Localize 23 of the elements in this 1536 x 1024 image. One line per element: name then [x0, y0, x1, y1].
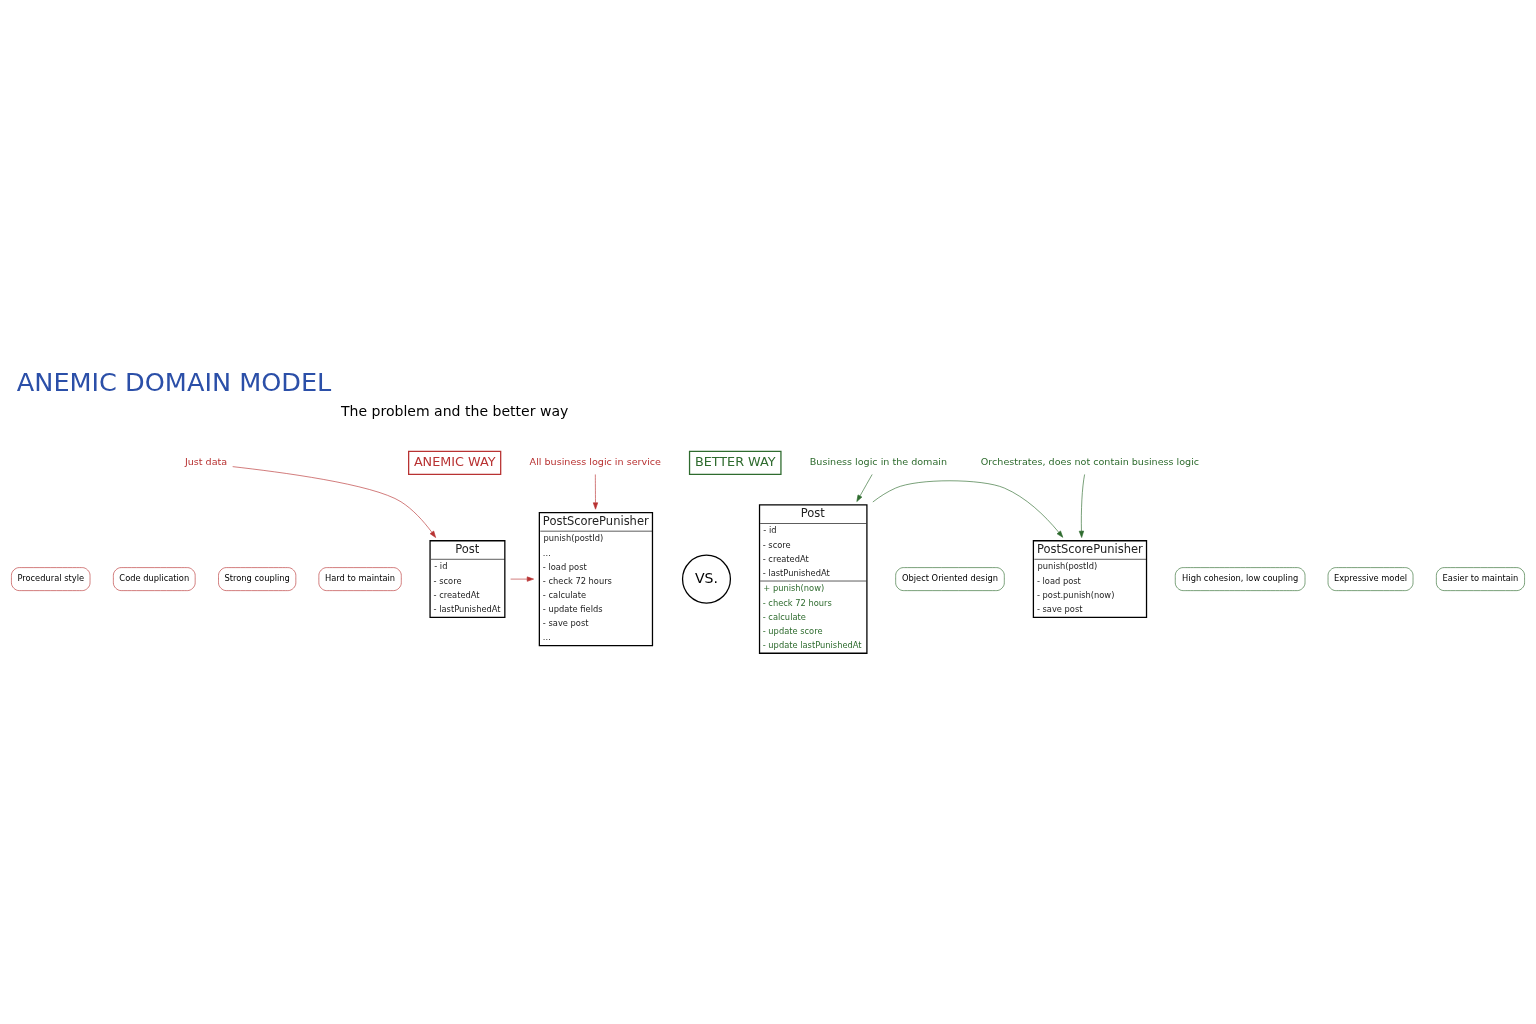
node-text: Business logic in the domain — [809, 456, 948, 468]
node-text: All business logic in service — [529, 456, 661, 468]
node-box: ANEMIC WAY — [408, 450, 502, 475]
arrow — [1078, 474, 1085, 538]
node-text: Orchestrates, does not contain business logic — [980, 456, 1200, 468]
node-box: Expressive model — [1327, 567, 1414, 591]
node-box: Procedural style — [11, 567, 91, 591]
diagram-title: ANEMIC DOMAIN MODEL — [16, 366, 332, 397]
node-box: Hard to maintain — [318, 567, 402, 591]
node-box: Object Oriented design — [895, 567, 1005, 591]
arrow — [856, 474, 873, 502]
arrow — [232, 466, 436, 538]
node-box: Code duplication — [113, 567, 196, 591]
node-circle: VS. — [681, 554, 732, 604]
arrow — [872, 480, 1064, 538]
node-text: Just data — [184, 456, 228, 468]
node-box: Easier to maintain — [1436, 567, 1525, 591]
node-box: High cohesion, low coupling — [1174, 567, 1306, 591]
label: The problem and the better way — [340, 402, 569, 419]
arrow — [510, 576, 534, 582]
node-box: Strong coupling — [218, 567, 297, 591]
arrow — [592, 474, 599, 510]
node-box: BETTER WAY — [688, 450, 782, 475]
